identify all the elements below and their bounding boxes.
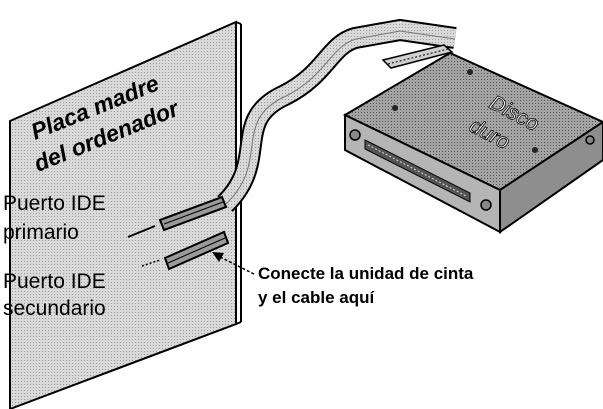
secondary-port-label-line2: secundario <box>3 297 106 320</box>
secondary-ide-port <box>163 230 230 271</box>
callout-arrow <box>212 252 255 275</box>
primary-leader-line <box>127 225 156 238</box>
primary-port-label-line2: primario <box>3 221 79 244</box>
primary-port-label-line1: Puerto IDE <box>3 192 106 215</box>
secondary-leader-line <box>141 259 161 267</box>
primary-ide-port <box>158 195 228 232</box>
secondary-port-label-line1: Puerto IDE <box>3 270 106 293</box>
motherboard-panel <box>9 20 242 409</box>
callout-line1: Conecte la unidad de cinta <box>258 264 474 283</box>
ribbon-cable <box>216 18 457 212</box>
hard-disk-drive: Disco duro <box>342 51 603 234</box>
callout-line2: y el cable aquí <box>258 288 375 307</box>
